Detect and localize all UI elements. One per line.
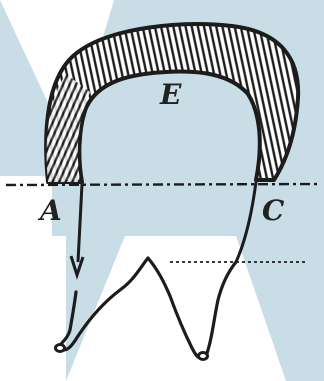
watermark-white-strip (0, 236, 66, 381)
left-foot-hole (57, 346, 63, 350)
label-arch: E (159, 78, 182, 111)
label-right: C (262, 194, 285, 227)
right-foot-hole (200, 354, 206, 358)
label-left: A (37, 194, 62, 227)
